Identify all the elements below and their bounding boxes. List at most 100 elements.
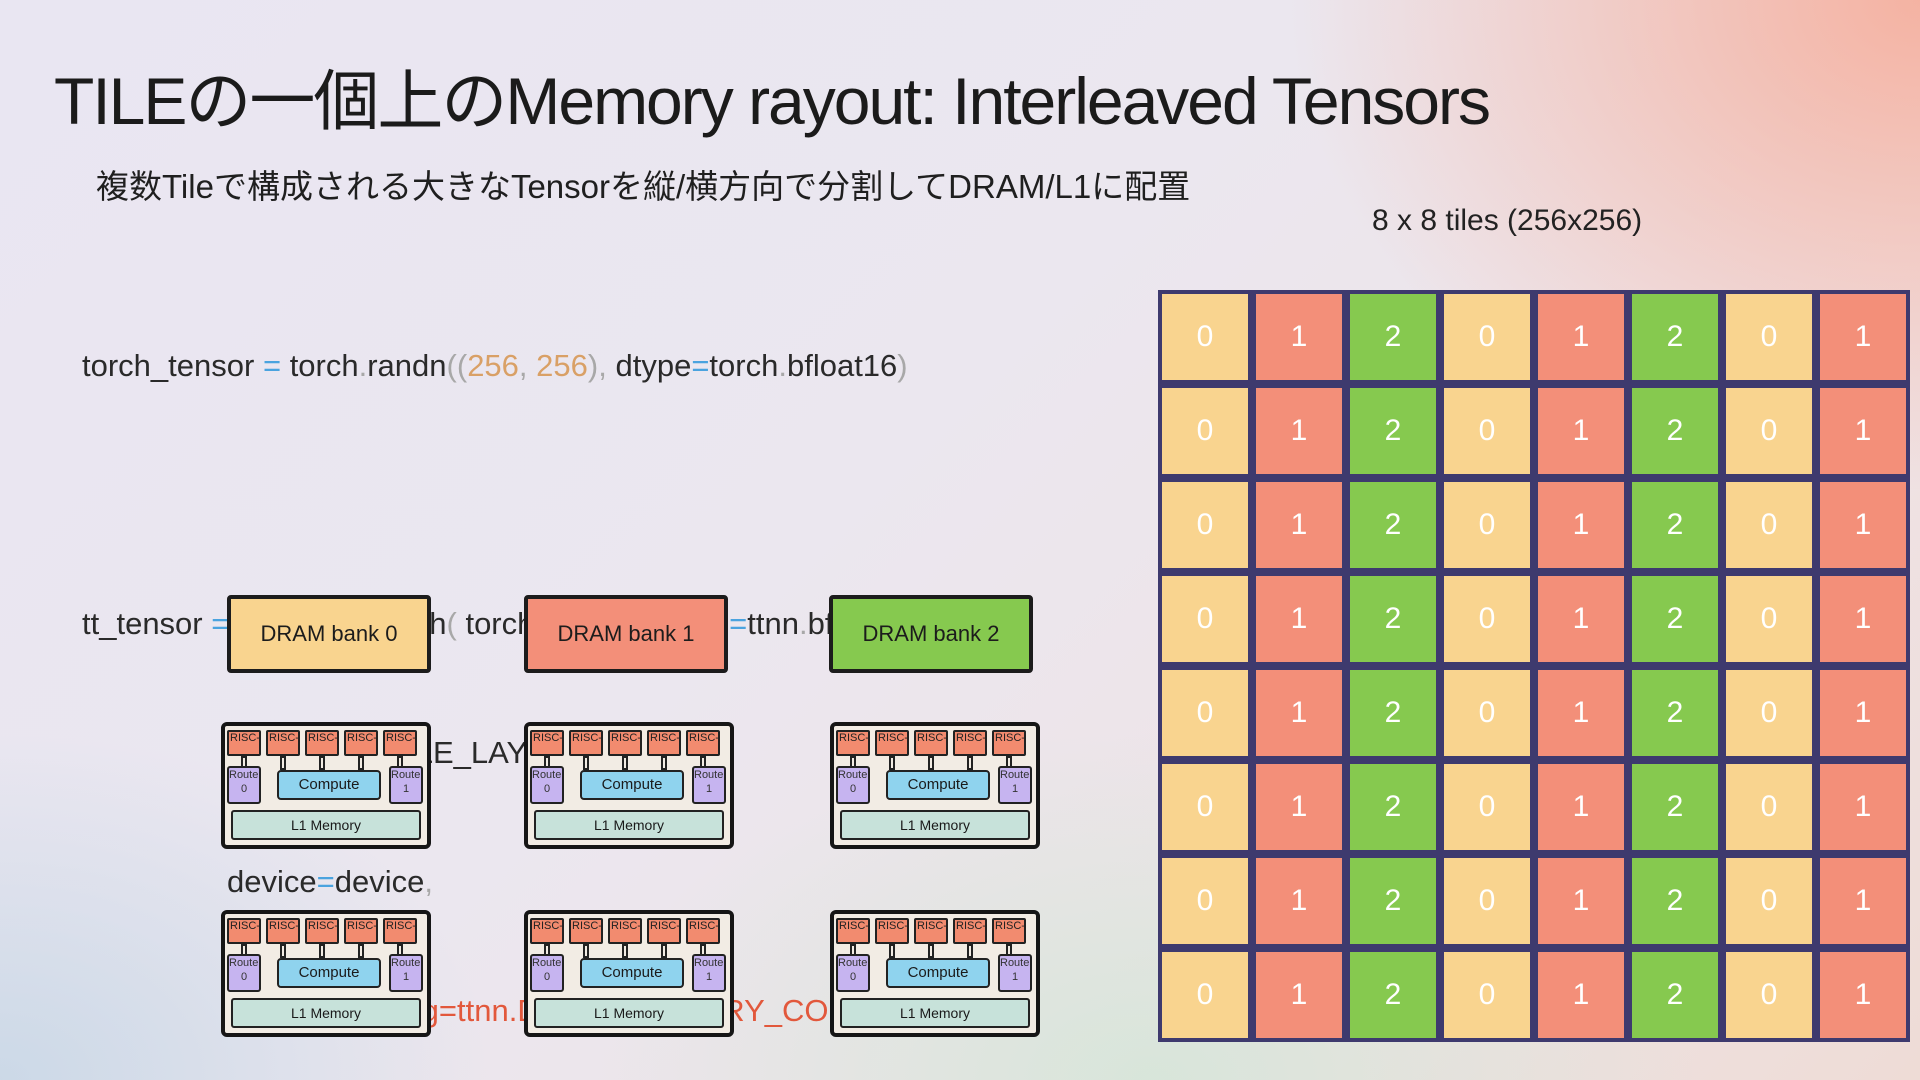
- router-number: 0: [849, 971, 857, 983]
- l1-memory-block: L1 Memory: [534, 998, 724, 1028]
- tile-cell: 0: [1160, 292, 1250, 382]
- code-line-2: tt_tensor = ttnn.from_torch( torch_tenso…: [82, 602, 927, 645]
- tile-cell: 0: [1724, 950, 1814, 1040]
- tile-cell: 1: [1254, 386, 1344, 476]
- risc-v-block: RISC-V: [836, 730, 870, 756]
- risc-connector: [889, 944, 895, 958]
- tile-cell: 0: [1160, 480, 1250, 570]
- code-token: device: [334, 864, 425, 899]
- risc-v-block: RISC-V: [569, 918, 603, 944]
- risc-v-block: RISC-V: [647, 730, 681, 756]
- tile-cell: 2: [1630, 668, 1720, 758]
- code-token: =: [316, 864, 335, 899]
- risc-v-block: RISC-V: [305, 918, 339, 944]
- l1-memory-block: L1 Memory: [840, 810, 1030, 840]
- code-token: .: [798, 606, 808, 641]
- tile-cell: 1: [1536, 668, 1626, 758]
- risc-connector: [280, 756, 286, 770]
- slide-title: TILEの一個上のMemory rayout: Interleaved Tens…: [54, 64, 1491, 138]
- tensix-core: RISC-V RISC-V RISC-V RISC-V RISC-V Route…: [221, 910, 431, 1037]
- tile-cell: 1: [1536, 950, 1626, 1040]
- risc-v-block: RISC-V: [608, 918, 642, 944]
- code-line-1: torch_tensor = torch.randn((256, 256), d…: [82, 344, 927, 387]
- router-1: Router 1: [692, 954, 726, 992]
- router-label: Router: [838, 769, 870, 781]
- router-number: 0: [849, 783, 857, 795]
- router-number: 1: [1011, 971, 1019, 983]
- tensix-core: RISC-V RISC-V RISC-V RISC-V RISC-V Route…: [830, 910, 1040, 1037]
- router-number: 1: [402, 971, 410, 983]
- tile-cell: 2: [1348, 762, 1438, 852]
- risc-v-block: RISC-V: [530, 730, 564, 756]
- code-block: torch_tensor = torch.randn((256, 256), d…: [82, 258, 927, 1075]
- router-number: 0: [240, 783, 248, 795]
- code-token: dtype: [615, 348, 692, 383]
- tile-cell: 2: [1630, 292, 1720, 382]
- risc-connector: [661, 756, 667, 770]
- tile-cell: 0: [1442, 480, 1532, 570]
- tile-cell: 1: [1818, 762, 1908, 852]
- risc-v-block: RISC-V: [608, 730, 642, 756]
- tile-cell: 1: [1254, 668, 1344, 758]
- risc-connector: [280, 944, 286, 958]
- tile-cell: 1: [1536, 856, 1626, 946]
- risc-connector: [622, 756, 628, 770]
- code-token: 256: [536, 348, 588, 383]
- code-token: randn: [367, 348, 447, 383]
- router-label: Router: [229, 769, 261, 781]
- code-line-5: memory_config=ttnn.DRAM_MEMORY_CONFIG): [82, 989, 927, 1032]
- tile-cell: 1: [1818, 386, 1908, 476]
- tile-cell: 0: [1442, 386, 1532, 476]
- compute-block: Compute: [277, 770, 381, 800]
- code-token: torch_tensor: [82, 348, 255, 383]
- tile-cell: 1: [1818, 292, 1908, 382]
- tile-cell: 1: [1536, 762, 1626, 852]
- dram-bank-label: DRAM bank 0: [260, 621, 398, 646]
- l1-memory-block: L1 Memory: [840, 998, 1030, 1028]
- tile-cell: 0: [1160, 668, 1250, 758]
- risc-connector: [358, 756, 364, 770]
- risc-v-block: RISC-V: [686, 918, 720, 944]
- risc-connector: [889, 756, 895, 770]
- risc-v-block: RISC-V: [686, 730, 720, 756]
- risc-v-block: RISC-V: [836, 918, 870, 944]
- code-token: .: [358, 348, 368, 383]
- tile-grid-label: 8 x 8 tiles (256x256): [1372, 204, 1643, 237]
- router-label: Router: [694, 957, 726, 969]
- risc-connector: [319, 944, 325, 958]
- risc-v-block: RISC-V: [953, 730, 987, 756]
- tile-cell: 1: [1818, 856, 1908, 946]
- risc-v-block: RISC-V: [914, 918, 948, 944]
- tile-cell: 0: [1160, 574, 1250, 664]
- code-token: torch: [709, 348, 779, 383]
- dram-bank-1: DRAM bank 1: [524, 595, 728, 673]
- code-token: torch: [289, 348, 359, 383]
- router-0: Router 0: [836, 766, 870, 804]
- risc-connector: [358, 944, 364, 958]
- compute-block: Compute: [580, 958, 684, 988]
- risc-v-block: RISC-V: [383, 918, 417, 944]
- slide-subtitle: 複数Tileで構成される大きなTensorを縦/横方向で分割してDRAM/L1に…: [96, 168, 1191, 205]
- tensix-core: RISC-V RISC-V RISC-V RISC-V RISC-V Route…: [524, 722, 734, 849]
- l1-memory-block: L1 Memory: [231, 810, 421, 840]
- tile-cell: 0: [1442, 856, 1532, 946]
- tile-cell: 2: [1630, 762, 1720, 852]
- tile-cell: 1: [1818, 668, 1908, 758]
- tile-cell: 0: [1724, 668, 1814, 758]
- code-line-blank: [82, 473, 927, 516]
- tile-cell: 2: [1630, 574, 1720, 664]
- l1-memory-block: L1 Memory: [231, 998, 421, 1028]
- router-number: 1: [705, 971, 713, 983]
- tile-cell: 0: [1724, 386, 1814, 476]
- risc-v-block: RISC-V: [266, 730, 300, 756]
- code-token: ),: [587, 348, 607, 383]
- tile-cell: 0: [1442, 292, 1532, 382]
- code-line-3: layout=ttnn.TILE_LAYOUT,: [82, 731, 927, 774]
- router-label: Router: [838, 957, 870, 969]
- tile-cell: 2: [1348, 292, 1438, 382]
- router-0: Router 0: [836, 954, 870, 992]
- l1-memory-block: L1 Memory: [534, 810, 724, 840]
- tile-cell: 0: [1724, 762, 1814, 852]
